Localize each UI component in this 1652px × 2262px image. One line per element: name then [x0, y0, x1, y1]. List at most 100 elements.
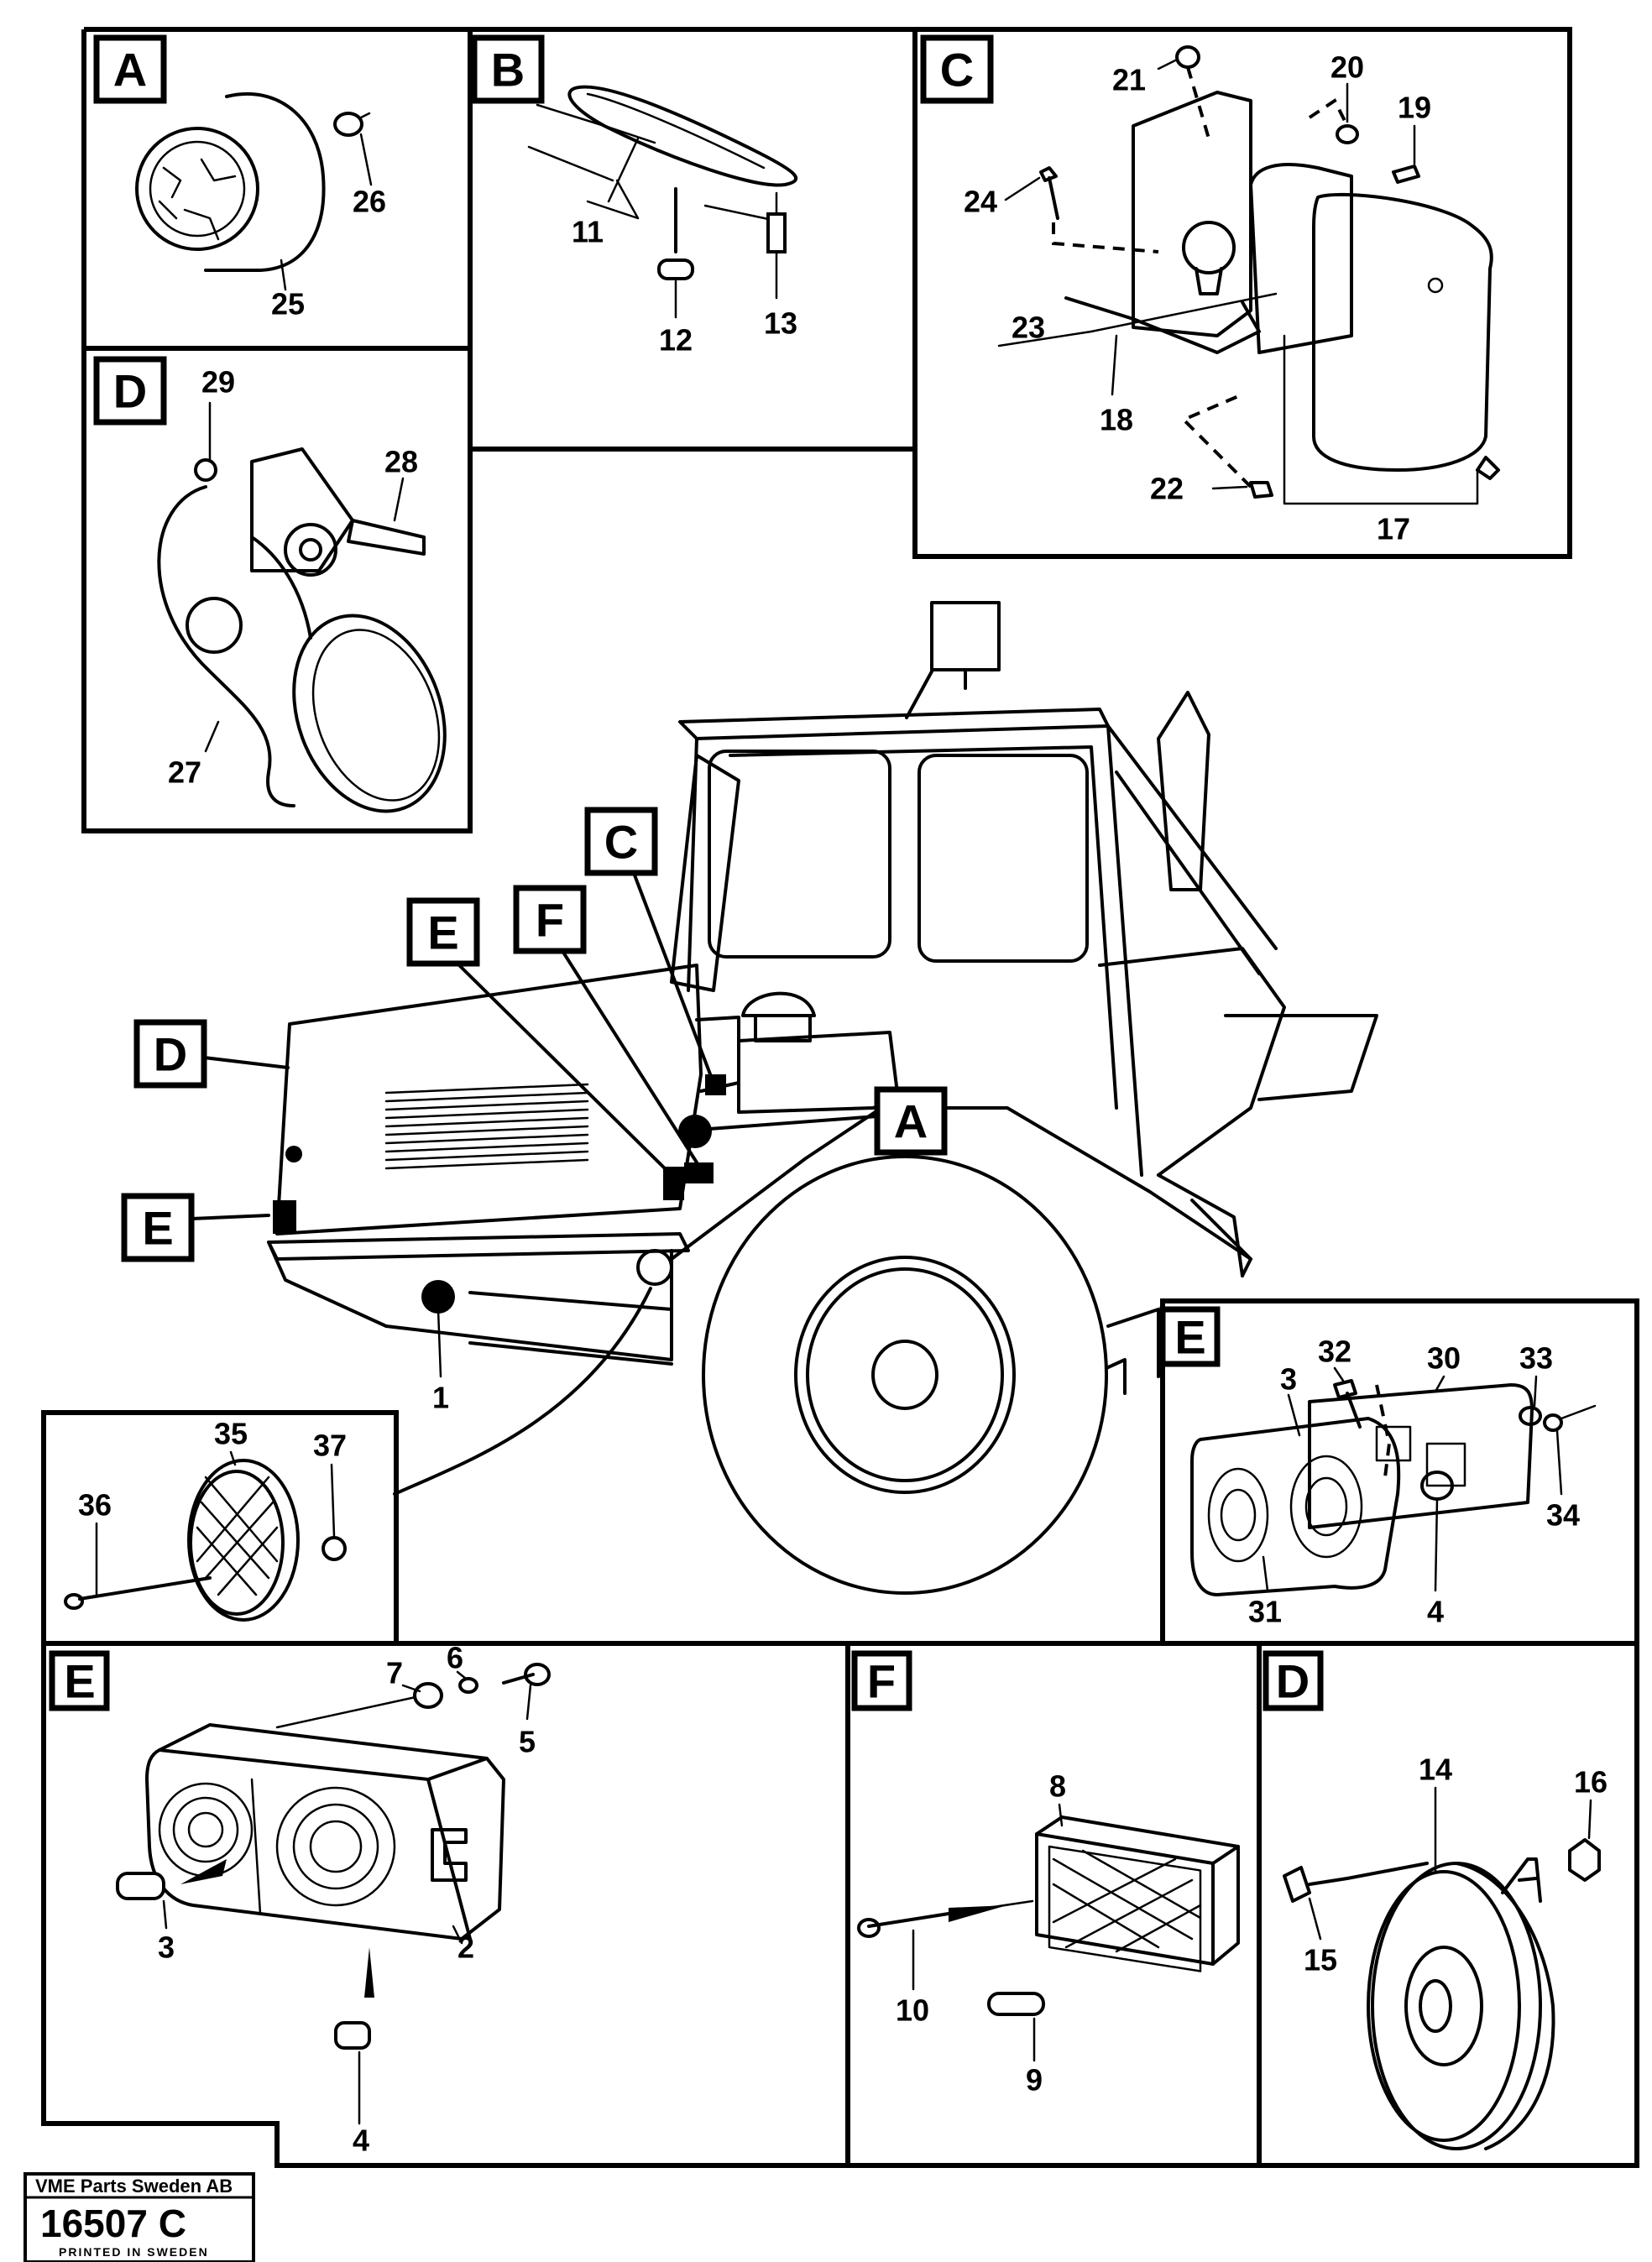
assembly-line [1180, 393, 1252, 488]
leader-line [330, 1463, 336, 1538]
part-number: 10 [896, 1993, 929, 2028]
panel-tag: F [536, 894, 564, 947]
part-number: 14 [1419, 1753, 1452, 1787]
assembly-line [1308, 98, 1349, 127]
part-number: 26 [353, 185, 386, 219]
leader-line [1004, 176, 1041, 201]
assembly-line [1375, 1384, 1392, 1478]
combination-lamp-drawing [116, 1663, 551, 2050]
reversing-lamp-drawing [857, 1815, 1240, 2016]
part-number: 18 [1100, 403, 1133, 437]
panel-tag-box [584, 807, 658, 876]
leader-line [1533, 1375, 1538, 1408]
part-number: 29 [201, 365, 235, 400]
part-number: 11 [572, 215, 604, 249]
callout-line [632, 871, 714, 1080]
leader-line [452, 1925, 463, 1945]
interior-lamp-drawing [527, 85, 797, 280]
lamp-housing-drawing [135, 91, 371, 272]
panel-tag: C [604, 816, 638, 869]
part-number: 5 [519, 1725, 536, 1759]
leader-line [393, 477, 405, 522]
panel-e-bottom: E 7 6 5 3 [49, 1641, 551, 2158]
leader-line [607, 137, 640, 203]
part-number: 22 [1150, 472, 1184, 506]
panel-tag-box [121, 1193, 195, 1262]
right-e-frame [1160, 1298, 1639, 1643]
leader-line [1434, 1497, 1439, 1592]
panel-tag-box [471, 34, 545, 104]
leader-line [1090, 292, 1278, 333]
panel-tag-box [874, 1086, 948, 1156]
panel-tag: E [142, 1202, 173, 1255]
part-number: 16 [1574, 1765, 1608, 1800]
panel-tag: E [427, 906, 458, 959]
leader-line [401, 1684, 421, 1693]
panel-tag: E [1174, 1311, 1205, 1364]
panel-tag: A [113, 44, 147, 97]
leader-line [162, 1899, 168, 1930]
part-number: 24 [964, 185, 997, 219]
panel-tag-box [93, 356, 167, 426]
part-number: 25 [271, 287, 305, 321]
leader-line [1555, 1429, 1563, 1496]
leader-line [1587, 1799, 1592, 1840]
reflector-link-line [393, 1287, 652, 1496]
panel-tag-box [406, 897, 480, 967]
side-marker-lamp-drawing [1039, 45, 1500, 499]
part-number: 21 [1112, 63, 1146, 97]
panel-tag: C [940, 44, 974, 97]
part-number: 32 [1318, 1335, 1351, 1369]
disc-horn-drawing [1283, 1838, 1601, 2150]
leader-line [456, 1670, 468, 1680]
panel-tag-box [133, 1019, 207, 1089]
leader-line [437, 1308, 442, 1378]
callout-line [202, 1056, 290, 1069]
panel-tag-box [93, 34, 167, 104]
diagram-code: 16507 C [40, 2202, 186, 2245]
panel-d-bottom: D 14 16 15 [1263, 1650, 1608, 2150]
leader-line [1308, 1897, 1322, 1941]
panel-e-right: E 32 30 33 3 34 31 4 [1159, 1306, 1597, 1629]
panel-tag-box [1159, 1306, 1221, 1367]
callout-line [561, 949, 698, 1164]
leader-line [1434, 1375, 1446, 1393]
panel-tag: A [894, 1095, 928, 1148]
part-number: 3 [158, 1930, 175, 1965]
bottom-frame-outline [41, 1641, 1639, 2168]
leader-line [1111, 334, 1118, 396]
panel-tag-box [513, 885, 587, 954]
printed-note: PRINTED IN SWEDEN [59, 2245, 209, 2259]
part-number: 23 [1012, 311, 1045, 345]
part-number: 2 [457, 1930, 474, 1965]
part-number: 12 [659, 323, 693, 358]
company-name: VME Parts Sweden AB [35, 2176, 233, 2197]
reflector-drawing [64, 1459, 347, 1622]
part-number: 17 [1377, 512, 1410, 546]
hood-grille [384, 1083, 589, 1170]
panel-d-top: D 29 28 27 [93, 356, 447, 813]
leader-line [204, 720, 220, 753]
panel-b-top: B 11 12 13 [471, 34, 797, 358]
machine-callouts: C F E D A E 1 [121, 807, 948, 1496]
leader-line [1262, 1555, 1269, 1592]
part-number: 27 [168, 755, 201, 790]
trumpet-horn-drawing [157, 447, 447, 813]
leader-line [1058, 1803, 1064, 1827]
part-number: 13 [764, 306, 797, 341]
assembly-line [1186, 66, 1210, 139]
panel-tag-box [49, 1650, 110, 1711]
part-number: 7 [386, 1656, 403, 1690]
part-number: 37 [313, 1429, 347, 1463]
rear-lamp-drawing [1190, 1379, 1597, 1596]
panel-a-top: A 26 25 [93, 34, 386, 321]
part-number: 35 [214, 1417, 248, 1451]
panel-tag: F [867, 1655, 896, 1708]
part-number: 34 [1546, 1498, 1580, 1533]
panel-f-bottom: F 8 10 9 [851, 1650, 1240, 2097]
leader-line [997, 330, 1093, 347]
panel-tag: D [113, 365, 147, 418]
top-frame-outline [81, 27, 1572, 833]
part-number: 6 [447, 1641, 463, 1675]
